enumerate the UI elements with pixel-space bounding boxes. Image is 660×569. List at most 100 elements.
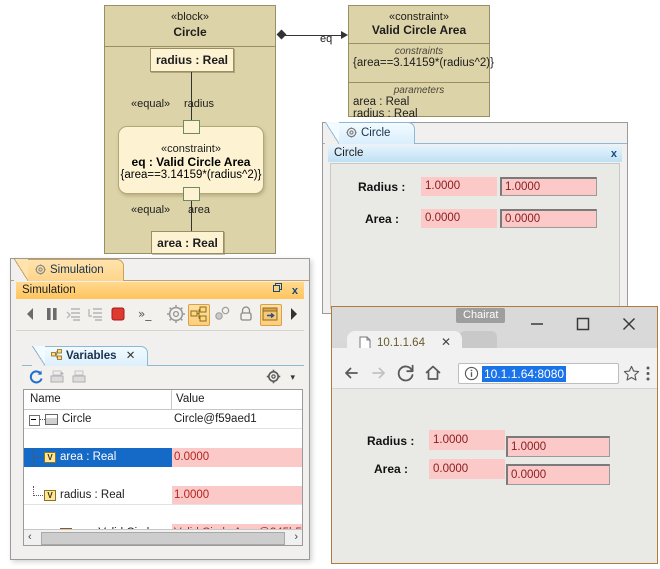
simulation-restore-icon[interactable] <box>273 283 282 292</box>
circle-panel-area-input[interactable]: 0.0000 <box>500 209 597 228</box>
step-into-icon[interactable] <box>64 304 84 324</box>
circle-panel-radius-display: 1.0000 <box>421 177 497 196</box>
breakpoints-icon[interactable] <box>212 304 232 324</box>
variables-tabstrip-line <box>22 365 304 366</box>
stop-icon[interactable] <box>108 304 128 324</box>
page-radius-label: Radius : <box>367 434 415 448</box>
tab-variables-label: Variables <box>66 350 117 362</box>
gear-icon <box>35 264 46 275</box>
page-area-display: 0.0000 <box>429 459 505 479</box>
expander-icon[interactable] <box>29 415 40 426</box>
constraint-parameter-radius-nub[interactable] <box>183 120 200 134</box>
constraint-block-stereotype: «constraint» <box>389 11 449 23</box>
window-maximize-button[interactable] <box>576 317 590 331</box>
back-button[interactable] <box>341 363 361 383</box>
tab-simulation[interactable]: Simulation <box>26 259 124 281</box>
simulation-titlebar: Simulation x <box>16 282 304 299</box>
binding-connector-area-stereotype: «equal» <box>131 204 171 216</box>
step-over-icon[interactable] <box>86 304 106 324</box>
constraint-block-parameters-compartment: parameters area : Real radius : Real <box>349 83 489 122</box>
variables-toolbar: ▾ <box>23 366 303 389</box>
circle-part-radius[interactable]: radius : Real <box>150 48 234 72</box>
table-row[interactable]: V radius : Real 1.0000 <box>24 486 302 505</box>
gear-icon <box>346 127 357 138</box>
row-value: 1.0000 <box>174 489 210 501</box>
options-gear-icon[interactable] <box>266 369 281 384</box>
binding-connector-radius-stereotype: «equal» <box>131 98 171 110</box>
scroll-right-arrow-icon[interactable]: › <box>294 531 298 543</box>
next-arrow-icon[interactable] <box>284 304 304 324</box>
tab-simulation-label: Simulation <box>50 264 104 276</box>
tree-horizontal-scrollbar[interactable]: ‹ › <box>24 529 302 545</box>
browser-tab-close-icon[interactable]: ✕ <box>440 335 451 349</box>
table-row[interactable]: V area : Real 0.0000 <box>24 448 302 467</box>
binding-connector-radius-line <box>191 72 192 127</box>
page-info-icon[interactable] <box>464 366 479 381</box>
tab-circle[interactable]: Circle <box>337 122 415 144</box>
page-radius-input[interactable]: 1.0000 <box>506 436 610 457</box>
bookmark-star-icon[interactable] <box>623 365 640 382</box>
settings-gear-icon[interactable] <box>166 304 186 324</box>
variables-tab-slant <box>32 346 45 366</box>
simulation-title: Simulation <box>22 284 76 296</box>
connector-arrow-icon <box>341 31 348 39</box>
simulation-close-icon[interactable]: x <box>291 285 298 297</box>
valid-circle-area-constraint-block[interactable]: «constraint» Valid Circle Area constrain… <box>348 5 494 120</box>
refresh-icon[interactable] <box>28 369 44 385</box>
connector-label: eq <box>320 33 333 45</box>
tree-line <box>33 457 43 459</box>
variables-tree-icon[interactable] <box>188 304 210 326</box>
prev-arrow-icon[interactable] <box>20 304 40 324</box>
constraint-block-header: «constraint» Valid Circle Area <box>349 6 489 44</box>
simulation-toolbar: »_ <box>16 299 304 331</box>
connector-line <box>282 35 344 36</box>
page-radius-display: 1.0000 <box>429 430 505 450</box>
constraint-property-eq[interactable]: «constraint» eq : Valid Circle Area {are… <box>118 126 264 194</box>
console-icon[interactable]: »_ <box>138 304 158 324</box>
circle-panel-close-icon[interactable]: x <box>610 148 617 160</box>
column-divider[interactable] <box>171 390 172 409</box>
row-divider <box>24 428 302 429</box>
window-close-button[interactable] <box>622 317 636 331</box>
page-area-input[interactable]: 0.0000 <box>506 464 610 485</box>
table-row[interactable]: Circle Circle@f59aed1 <box>24 410 302 429</box>
value-icon: V <box>44 452 56 463</box>
expand-all-icon <box>50 370 65 384</box>
open-ui-icon[interactable] <box>260 304 282 326</box>
simulation-tab-slant <box>14 259 28 281</box>
circle-panel-area-label: Area : <box>365 212 400 226</box>
variables-tree[interactable]: Name Value Circle Circle@f59aed1 V area … <box>23 389 303 546</box>
window-minimize-button[interactable] <box>530 317 544 331</box>
circle-panel-tab-slant <box>325 122 339 144</box>
lock-icon[interactable] <box>236 304 256 324</box>
omnibox-value[interactable]: 10.1.1.64:8080 <box>482 366 567 382</box>
tree-icon <box>51 349 63 361</box>
binding-connector-area-role: area <box>188 204 211 216</box>
options-dropdown-icon[interactable]: ▾ <box>290 372 295 382</box>
browser-menu-icon[interactable] <box>645 365 651 382</box>
reload-button[interactable] <box>396 363 416 383</box>
constraint-parameter-area-nub[interactable] <box>183 187 200 201</box>
block-icon <box>45 414 58 425</box>
pause-icon[interactable] <box>42 304 62 324</box>
circle-panel-radius-input[interactable]: 1.0000 <box>500 177 597 196</box>
constraints-caption: constraints <box>394 46 444 57</box>
scroll-left-arrow-icon[interactable]: ‹ <box>28 531 32 543</box>
omnibox[interactable]: 10.1.1.64:8080 <box>458 363 619 384</box>
tree-line <box>39 419 45 421</box>
circle-panel-titlebar: Circle x <box>328 145 622 162</box>
browser-profile-chip[interactable]: Chairat <box>456 308 506 323</box>
tree-line <box>33 486 35 496</box>
home-button[interactable] <box>423 363 443 383</box>
circle-part-area[interactable]: area : Real <box>151 231 224 254</box>
tab-circle-label: Circle <box>361 127 391 139</box>
column-header-name: Name <box>30 393 61 405</box>
tab-variables-close-icon[interactable]: ✕ <box>125 350 136 362</box>
row-divider <box>24 504 302 505</box>
scroll-thumb[interactable] <box>41 532 285 545</box>
constraint-block-constraints-compartment: constraints {area==3.14159*(radius^2)} <box>349 44 494 83</box>
binding-connector-radius-role: radius <box>184 98 214 110</box>
tab-variables[interactable]: Variables ✕ <box>44 346 148 366</box>
constraint-property-stereotype: «constraint» <box>161 143 221 155</box>
parameters-caption: parameters <box>393 85 445 96</box>
